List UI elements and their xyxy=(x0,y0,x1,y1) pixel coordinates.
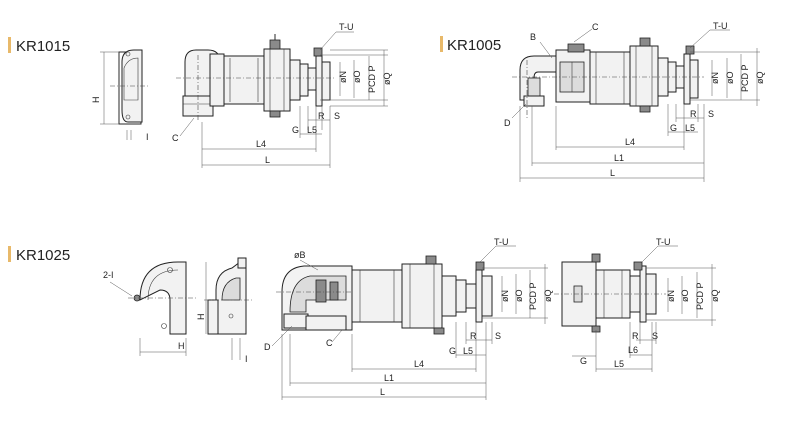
kr1005-o-label: øO xyxy=(725,72,735,85)
kr1025b-length-dims xyxy=(572,322,657,372)
kr1025-side-view xyxy=(204,257,254,360)
kr1015-r-label: R xyxy=(318,111,325,121)
kr1025-l5-label: L5 xyxy=(463,346,473,356)
kr1005-q-label: øQ xyxy=(755,72,765,85)
kr1005-l4-label: L4 xyxy=(625,137,635,147)
kr1025-straight-variant xyxy=(554,253,666,333)
kr1025-title-marker xyxy=(8,246,11,262)
kr1015-tu-label: T-U xyxy=(339,22,354,32)
kr1005-l-label: L xyxy=(610,168,615,178)
kr1015-n-label: øN xyxy=(338,71,348,83)
kr1005-b-label: B xyxy=(530,32,536,42)
kr1015-main-body xyxy=(176,34,336,118)
kr1025-n-label: øN xyxy=(500,290,510,302)
kr1015-c-label: C xyxy=(172,133,179,143)
kr1025-s-label: S xyxy=(495,331,501,341)
kr1005-g-label: G xyxy=(670,123,677,133)
kr1025b-l6-label: L6 xyxy=(628,345,638,355)
kr1025-d-label: D xyxy=(264,342,271,352)
kr1015-group: KR1015 H I xyxy=(8,22,392,168)
kr1025-tu-label: T-U xyxy=(494,237,509,247)
kr1025-o-label: øO xyxy=(514,290,524,303)
kr1025b-o-label: øO xyxy=(680,290,690,303)
kr1015-elbow-body xyxy=(182,49,225,120)
kr1025-end-h-label: H xyxy=(178,341,185,351)
kr1025-g-label: G xyxy=(449,346,456,356)
kr1015-h-label: H xyxy=(91,97,101,104)
kr1025b-n-label: øN xyxy=(666,290,676,302)
kr1025-group: KR1025 2-I H H I xyxy=(8,237,720,400)
kr1015-title-marker xyxy=(8,37,11,53)
kr1005-c-label: C xyxy=(592,22,599,32)
kr1005-s-label: S xyxy=(708,109,714,119)
kr1015-q-label: øQ xyxy=(382,73,392,86)
kr1025b-diameter-dims xyxy=(646,264,716,326)
kr1025-ob-label: øB xyxy=(294,250,306,260)
kr1025b-r-label: R xyxy=(632,331,639,341)
kr1015-l5-label: L5 xyxy=(307,125,317,135)
kr1015-l4-label: L4 xyxy=(256,139,266,149)
kr1025b-s-label: S xyxy=(652,331,658,341)
kr1025-l4-label: L4 xyxy=(414,359,424,369)
kr1005-d-label: D xyxy=(504,118,511,128)
kr1025-c-label: C xyxy=(326,338,333,348)
kr1025-diameter-dims xyxy=(482,264,548,324)
kr1025-p-label: PCD P xyxy=(528,282,538,310)
kr1025-l-label: L xyxy=(380,387,385,397)
kr1015-l-label: L xyxy=(265,155,270,165)
kr1015-g-label: G xyxy=(292,125,299,135)
kr1025-l1-label: L1 xyxy=(384,373,394,383)
kr1025-title: KR1025 xyxy=(16,247,70,264)
kr1025b-l5-label: L5 xyxy=(614,359,624,369)
kr1015-side-view xyxy=(100,49,150,140)
kr1005-r-label: R xyxy=(690,109,697,119)
kr1025-q-label: øQ xyxy=(543,290,553,303)
kr1005-main-body xyxy=(512,37,704,120)
kr1025-2i-label: 2-I xyxy=(103,270,114,280)
kr1005-p-label: PCD P xyxy=(740,64,750,92)
kr1015-o-label: øO xyxy=(352,71,362,84)
kr1025-length-dims xyxy=(281,322,493,400)
kr1025b-g-label: G xyxy=(580,356,587,366)
kr1005-l5-label: L5 xyxy=(685,123,695,133)
kr1005-group: KR1005 xyxy=(440,21,765,182)
kr1015-i-label: I xyxy=(146,132,149,142)
kr1005-length-dims xyxy=(519,104,705,182)
kr1005-elbow-body xyxy=(519,43,591,107)
kr1015-s-label: S xyxy=(334,111,340,121)
kr1015-title: KR1015 xyxy=(16,38,70,55)
kr1025-r-label: R xyxy=(470,331,477,341)
kr1005-diameter-dims xyxy=(690,48,760,106)
kr1015-p-label: PCD P xyxy=(367,65,377,93)
kr1025b-p-label: PCD P xyxy=(695,282,705,310)
kr1025-end-view xyxy=(109,261,196,356)
kr1005-n-label: øN xyxy=(710,72,720,84)
kr1005-title-marker xyxy=(440,36,443,52)
kr1025b-q-label: øQ xyxy=(710,290,720,303)
kr1025-h-label: H xyxy=(196,314,206,321)
kr1015-diameter-dims xyxy=(320,49,388,107)
kr1015-length-dims xyxy=(201,106,331,168)
kr1005-l1-label: L1 xyxy=(614,153,624,163)
kr1025b-tu-label: T-U xyxy=(656,237,671,247)
kr1025-main-body xyxy=(351,255,493,335)
kr1025-i-label: I xyxy=(245,354,248,364)
kr1005-tu-label: T-U xyxy=(713,21,728,31)
kr1005-title: KR1005 xyxy=(447,37,501,54)
